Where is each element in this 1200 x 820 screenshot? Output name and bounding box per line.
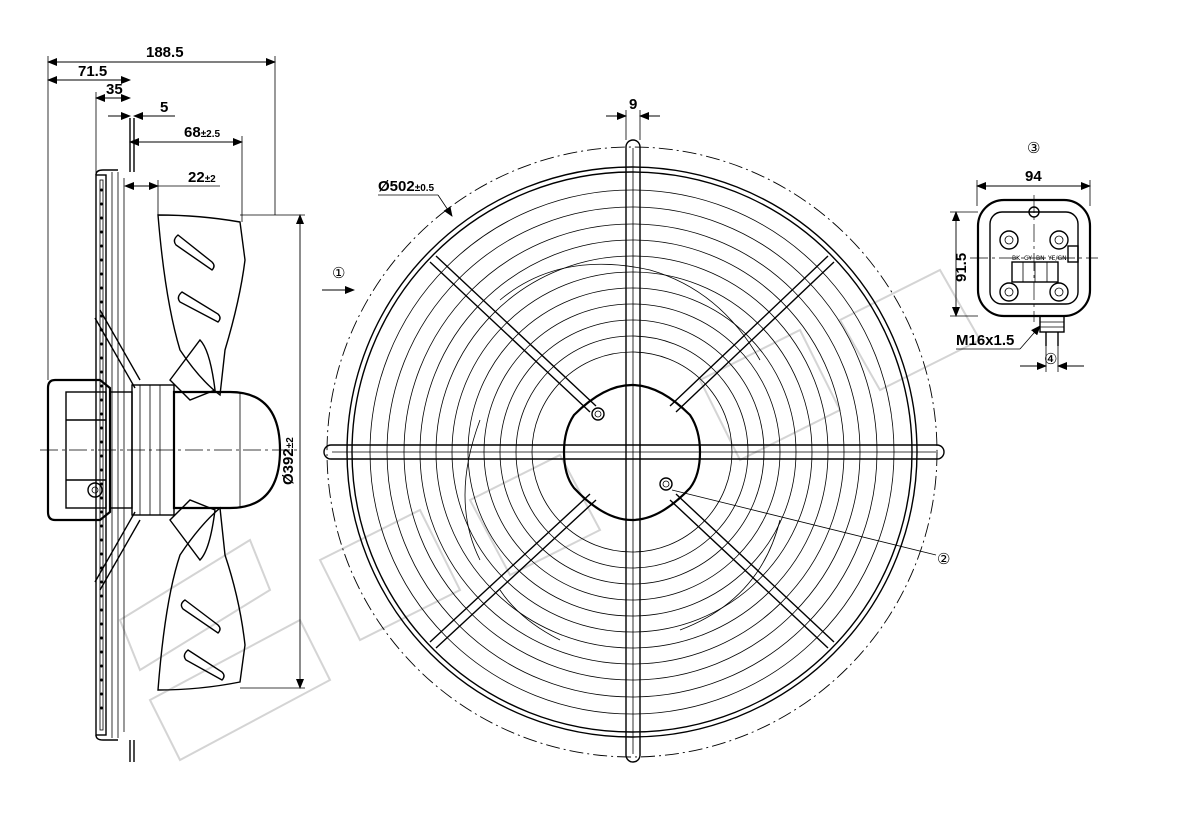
guard-wire-dot (100, 524, 103, 528)
guard-wire-dot (100, 202, 103, 206)
guard-wire-dot (100, 412, 103, 416)
dim-overall-depth: 188.5 (146, 44, 184, 61)
guard-wire-dot (100, 496, 103, 500)
dim-strut-width: 9 (629, 96, 637, 113)
guard-wire-dot (100, 286, 103, 290)
guard-wire-dot (100, 216, 103, 220)
guard-wire-dot (100, 398, 103, 402)
dim-blade-dia: Ø392±2 (280, 437, 297, 485)
guard-wire-dot (100, 272, 103, 276)
dim-guard-dia: Ø502±0.5 (378, 178, 435, 195)
guard-wire-dot (100, 188, 103, 192)
guard-wire-dot (100, 244, 103, 248)
guard-wire-dot (100, 608, 103, 612)
guard-wire-dot (100, 370, 103, 374)
guard-wire-dot (100, 384, 103, 388)
dim-box-height: 91.5 (953, 253, 970, 282)
terminal-label-4: YE/GN (1047, 255, 1067, 262)
terminal-label-3: BN (1036, 255, 1045, 262)
callout-terminal-box: ③ (1027, 140, 1040, 157)
guard-wire-dot (100, 706, 103, 710)
callout-airflow: ① (332, 265, 345, 282)
dim-box-width: 94 (1025, 168, 1042, 185)
dim-guard-offset: 71.5 (78, 63, 107, 80)
dim-wire-gap: 5 (160, 99, 168, 116)
guard-wire-dot (100, 636, 103, 640)
guard-wire-dot (100, 664, 103, 668)
guard-wire-dot (100, 230, 103, 234)
guard-wire-dot (100, 692, 103, 696)
watermark (118, 268, 982, 762)
guard-wire-dot (100, 678, 103, 682)
guard-wire-dot (100, 440, 103, 444)
guard-wire-dot (100, 482, 103, 486)
guard-wire-dot (100, 594, 103, 598)
callout-ground: ② (937, 551, 950, 568)
guard-wire-dot (100, 426, 103, 430)
dim-hub-offset: 35 (106, 81, 123, 98)
terminal-box-view: ③ 94 91.5 BK GY BN YE/GN (950, 140, 1098, 372)
guard-wire-dot (100, 258, 103, 262)
guard-wire-dot (100, 356, 103, 360)
guard-wire-dot (100, 454, 103, 458)
front-view: ① Ø502±0.5 9 ② (322, 96, 950, 763)
guard-wire-dot (100, 468, 103, 472)
dim-blade-depth: 68±2.5 (184, 124, 221, 141)
guard-wire-dot (100, 538, 103, 542)
guard-wire-dot (100, 510, 103, 514)
guard-wire-dot (100, 650, 103, 654)
guard-wire-dot (100, 300, 103, 304)
guard-wire-dot (100, 552, 103, 556)
dim-blade-offset: 22±2 (188, 169, 216, 186)
guard-wire-dot (100, 580, 103, 584)
terminal-label-1: BK (1012, 255, 1021, 262)
guard-wire-dot (100, 622, 103, 626)
dim-gland-thread: M16x1.5 (956, 332, 1014, 349)
side-view: 188.5 71.5 35 5 68±2.5 22±2 Ø392±2 (40, 44, 305, 762)
callout-gland: ④ (1044, 351, 1057, 368)
terminal-label-2: GY (1024, 255, 1032, 262)
guard-wire-dot (100, 342, 103, 346)
